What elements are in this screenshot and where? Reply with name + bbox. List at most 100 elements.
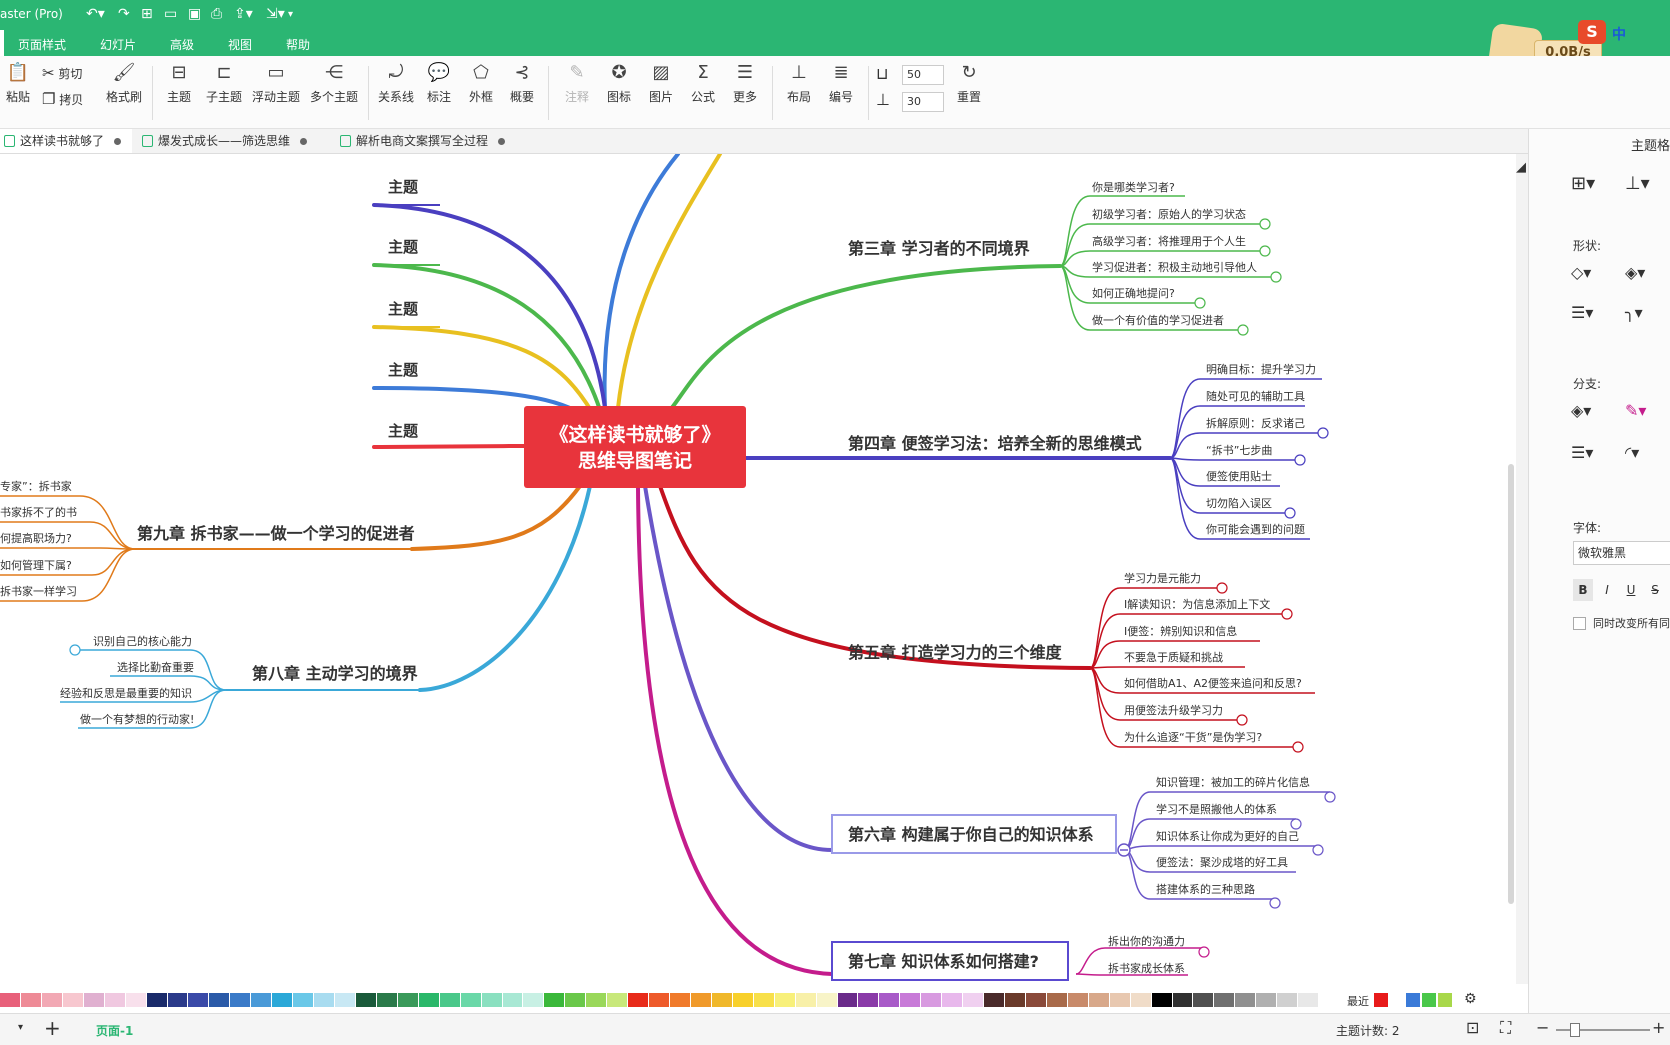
color-swatch[interactable]	[837, 993, 858, 1007]
chapter-5-item[interactable]: 学习力是元能力	[1124, 571, 1201, 585]
color-swatch[interactable]	[816, 993, 837, 1007]
color-swatch[interactable]	[188, 993, 209, 1007]
color-swatch[interactable]	[670, 993, 690, 1007]
color-swatch[interactable]	[523, 993, 544, 1007]
zoom-slider-thumb[interactable]	[1570, 1023, 1580, 1037]
chapter-4-branch[interactable]: 第四章 便签学习法：培养全新的思维模式 明确目标：提升学习力 随处可见的辅助工具…	[848, 362, 1329, 540]
underline-button[interactable]: U	[1626, 583, 1636, 597]
recent-color-swatch[interactable]	[1422, 993, 1436, 1007]
chapter-6-item[interactable]: 学习不是照搬他人的体系	[1156, 802, 1277, 816]
color-swatch[interactable]	[62, 993, 83, 1007]
color-swatch[interactable]	[1088, 993, 1109, 1007]
color-swatch[interactable]	[690, 993, 711, 1007]
color-swatch[interactable]	[774, 993, 795, 1007]
color-swatch[interactable]	[942, 993, 963, 1007]
recent-color-swatch[interactable]	[1390, 993, 1404, 1007]
color-swatch[interactable]	[1172, 993, 1193, 1007]
color-swatch[interactable]	[251, 993, 272, 1007]
chapter-4-item[interactable]: 明确目标：提升学习力	[1206, 362, 1316, 376]
subtopic-button[interactable]: ⊏子主题	[205, 62, 242, 104]
color-swatch[interactable]	[439, 993, 460, 1007]
new-icon[interactable]: ⊞	[141, 6, 153, 22]
zoom-in-icon[interactable]: +	[1652, 1018, 1666, 1037]
color-swatch[interactable]	[481, 993, 502, 1007]
chapter-5-item[interactable]: 如何借助A1、A2便签来追问和反思?	[1124, 676, 1302, 690]
color-swatch[interactable]	[544, 993, 565, 1007]
customize-icon[interactable]: ▾	[288, 9, 294, 20]
color-swatch[interactable]	[1046, 993, 1067, 1007]
color-swatch[interactable]	[1130, 993, 1151, 1007]
chapter-9-title[interactable]: 第九章 拆书家——做一个学习的促进者	[137, 524, 415, 543]
left-topic[interactable]: 主题	[388, 300, 419, 318]
chapter-9-branch[interactable]: 第九章 拆书家——做一个学习的促进者 专家”：拆书家 书家拆不了的书 何提高职场…	[0, 479, 425, 602]
image-button[interactable]: ▨图片	[646, 62, 676, 105]
color-swatch[interactable]	[858, 993, 879, 1007]
tab-doc-2[interactable]: 爆发式成长——筛选思维	[138, 129, 334, 153]
chapter-6-item[interactable]: 便签法：聚沙成塔的好工具	[1156, 855, 1288, 869]
ime-badge[interactable]: S	[1578, 20, 1606, 44]
numbering-button[interactable]: ≣编号	[826, 62, 856, 105]
chapter-4-item[interactable]: 便签使用贴士	[1206, 469, 1272, 483]
color-swatch[interactable]	[418, 993, 439, 1007]
tab-doc-3[interactable]: 解析电商文案撰写全过程	[336, 129, 538, 153]
chapter-8-item[interactable]: 经验和反思是最重要的知识	[60, 686, 192, 700]
color-swatch[interactable]	[1319, 993, 1339, 1007]
recent-color-swatch[interactable]	[1374, 993, 1388, 1007]
more-button[interactable]: ☰更多	[730, 62, 760, 105]
layout-button[interactable]: ⊥布局	[784, 62, 814, 105]
menu-help[interactable]: 帮助	[286, 38, 311, 52]
menu-page-style[interactable]: 页面样式	[18, 38, 67, 52]
chapter-3-item[interactable]: 高级学习者：将推理用于个人生	[1092, 234, 1246, 248]
chapter-6-item[interactable]: 搭建体系的三种思路	[1156, 882, 1255, 896]
chapter-9-item[interactable]: 何提高职场力?	[0, 531, 72, 545]
color-swatch[interactable]	[879, 993, 900, 1007]
layout-grid-icon[interactable]: ⊞▾	[1571, 173, 1596, 194]
print-icon[interactable]: ⎙	[211, 6, 223, 22]
color-swatch[interactable]	[41, 993, 62, 1007]
chapter-6-item[interactable]: 知识管理：被加工的碎片化信息	[1156, 775, 1310, 789]
chapter-7-branch[interactable]: 第七章 知识体系如何搭建? 拆出你的沟通力 拆书家成长体系	[831, 934, 1210, 981]
chapter-4-item[interactable]: 你可能会遇到的问题	[1206, 522, 1305, 536]
color-swatch[interactable]	[1214, 993, 1235, 1007]
page-list-toggle-icon[interactable]: ▾	[18, 1022, 24, 1033]
color-swatch[interactable]	[921, 993, 942, 1007]
left-topic[interactable]: 主题	[388, 178, 419, 196]
central-topic[interactable]: 《这样读书就够了》 思维导图笔记	[524, 406, 746, 488]
vertical-spacing-input[interactable]: 30	[902, 92, 944, 112]
sync-checkbox[interactable]	[1573, 617, 1586, 630]
color-swatch[interactable]	[1151, 993, 1172, 1007]
vertical-scrollbar[interactable]	[1508, 464, 1514, 904]
tab-doc-1[interactable]: 这样读书就够了	[0, 129, 132, 153]
recent-color-swatch[interactable]	[1438, 993, 1452, 1007]
left-topic[interactable]: 主题	[388, 422, 419, 440]
color-swatch[interactable]	[1298, 993, 1319, 1007]
color-swatch[interactable]	[607, 993, 628, 1007]
chapter-5-branch[interactable]: 第五章 打造学习力的三个维度 学习力是元能力 I解读知识：为信息添加上下文 I便…	[848, 571, 1315, 753]
open-icon[interactable]: ▭	[164, 6, 178, 22]
chapter-5-item[interactable]: I解读知识：为信息添加上下文	[1124, 597, 1270, 611]
zoom-slider[interactable]	[1556, 1029, 1650, 1031]
icon-button[interactable]: ✪图标	[604, 62, 634, 105]
menu-slides[interactable]: 幻灯片	[100, 38, 137, 52]
color-swatch[interactable]	[209, 993, 230, 1007]
color-swatch[interactable]	[397, 993, 418, 1007]
horizontal-spacing-input[interactable]: 50	[902, 65, 944, 85]
cut-button[interactable]: ✂ 剪切	[42, 64, 83, 82]
color-swatch[interactable]	[502, 993, 523, 1007]
chapter-3-item[interactable]: 学习促进者：积极主动地引导他人	[1092, 260, 1257, 274]
chapter-9-item[interactable]: 专家”：拆书家	[0, 479, 72, 493]
chapter-5-item[interactable]: 用便签法升级学习力	[1124, 703, 1223, 717]
chapter-8-item[interactable]: 选择比勤奋重要	[117, 660, 194, 674]
chapter-3-branch[interactable]: 第三章 学习者的不同境界 你是哪类学习者? 初级学习者：原始人的学习状态 高级学…	[848, 180, 1282, 336]
chapter-4-item[interactable]: 切勿陷入误区	[1206, 496, 1272, 510]
color-swatch[interactable]	[984, 993, 1004, 1007]
branch-width-icon[interactable]: ☰▾	[1571, 443, 1594, 462]
mindmap-canvas[interactable]: 主题 主题 主题 主题 主题 《这样读书就够了》 思维导图笔记 第九章 拆书家—…	[0, 154, 1516, 984]
color-swatch[interactable]	[565, 993, 586, 1007]
palette-settings-icon[interactable]: ⚙	[1464, 991, 1477, 1007]
chapter-9-item[interactable]: 拆书家一样学习	[0, 584, 77, 598]
color-swatch[interactable]	[230, 993, 251, 1007]
branch-curve-icon[interactable]: ◜▾	[1625, 443, 1640, 462]
color-swatch[interactable]	[753, 993, 774, 1007]
